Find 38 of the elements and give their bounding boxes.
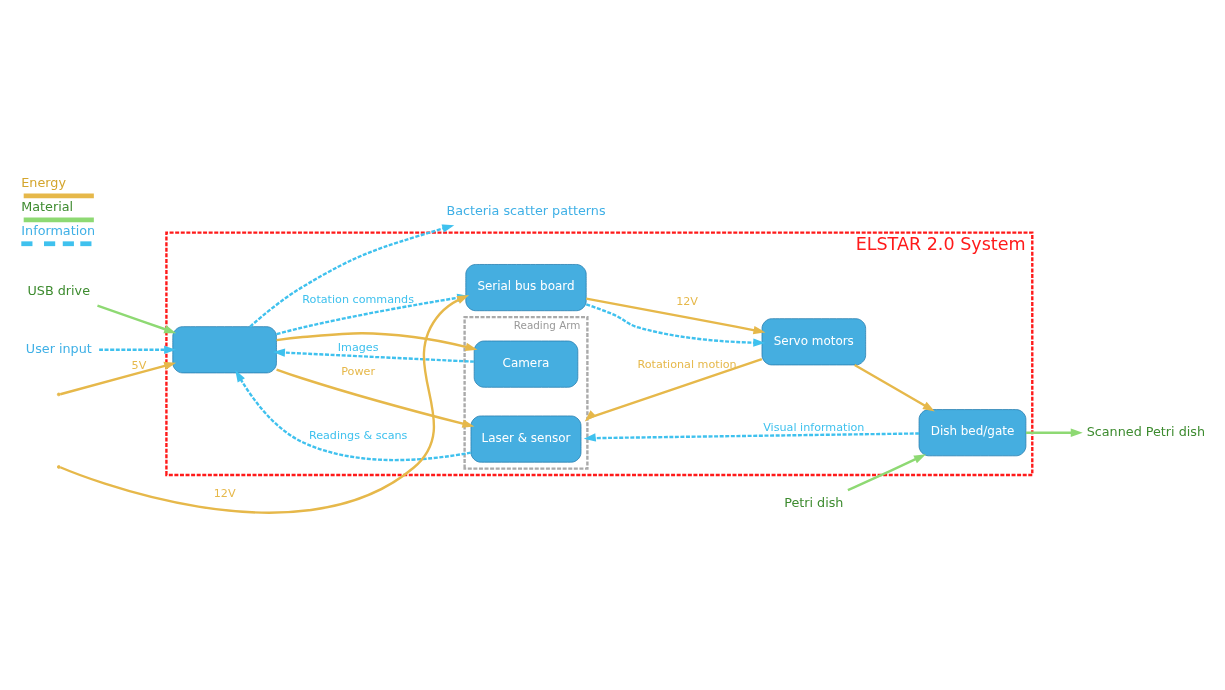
arrow <box>854 363 935 412</box>
node-text: USB drive <box>27 283 91 299</box>
node-box: Laser & sensor <box>470 415 582 463</box>
arrow <box>276 368 475 428</box>
arrow <box>99 345 177 354</box>
arrow <box>1026 428 1083 437</box>
node-text: User input <box>25 340 92 356</box>
edge-label: Power <box>341 365 376 379</box>
edge-label: 12V <box>676 295 698 309</box>
node-box <box>172 326 277 374</box>
legend-label: Information <box>21 222 96 238</box>
node-text: Petri dish <box>784 495 844 511</box>
node-text: Scanned Petri dish <box>1086 423 1206 439</box>
legend-label: Energy <box>21 174 66 190</box>
arrow <box>276 332 478 351</box>
edge-label: Visual information <box>763 421 865 435</box>
arrow <box>249 224 455 328</box>
edge-label: 5V <box>131 359 147 373</box>
edge-label: Rotational motion <box>637 358 737 372</box>
arrow <box>235 369 471 462</box>
node-box: Servo motors <box>761 318 867 366</box>
arrow <box>97 304 177 334</box>
node-text: Bacteria scatter patterns <box>446 202 606 218</box>
arrow <box>586 297 766 335</box>
arrow <box>584 358 763 422</box>
node-box: Dish bed/gate <box>918 409 1027 457</box>
edge-label: Images <box>337 340 379 354</box>
arrow <box>60 361 177 396</box>
arrow <box>273 348 474 363</box>
node-box: Serial bus board <box>465 264 587 312</box>
edge-label: Readings & scans <box>308 429 408 443</box>
edge-label: Rotation commands <box>302 292 415 306</box>
node-box: Camera <box>473 340 579 388</box>
arrow <box>847 454 926 492</box>
edge-label: 12V <box>213 487 236 501</box>
arrow <box>583 432 920 442</box>
legend-label: Material <box>21 198 74 214</box>
arrow <box>585 303 766 347</box>
